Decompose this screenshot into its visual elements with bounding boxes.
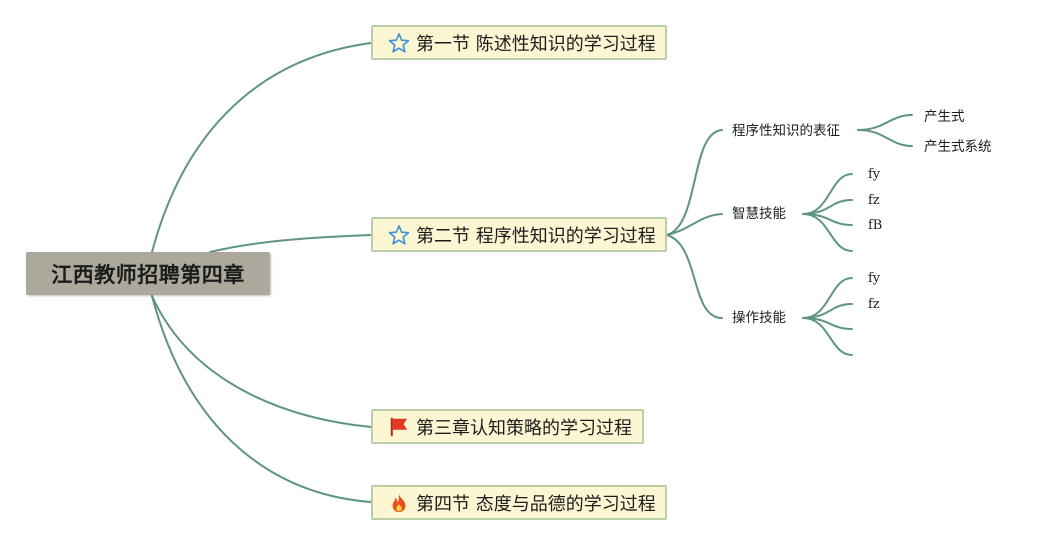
link-topic2-child1 xyxy=(666,129,723,236)
topic-section-2[interactable]: 第二节 程序性知识的学习过程 xyxy=(371,217,667,252)
leaf-item[interactable]: fz xyxy=(868,193,880,208)
link-root-topic2 xyxy=(209,234,372,253)
leaf-production[interactable]: 产生式 xyxy=(924,109,965,125)
topic-label: 第四节 态度与品德的学习过程 xyxy=(416,493,656,515)
link-root-topic4 xyxy=(151,295,372,503)
leaf-item[interactable]: fy xyxy=(868,167,881,182)
subtopic-intellectual-skills[interactable]: 智慧技能 xyxy=(732,206,786,222)
link-topic2-child3 xyxy=(666,234,723,319)
subtopic-motor-skills[interactable]: 操作技能 xyxy=(732,310,786,326)
red-flag-icon xyxy=(387,415,411,439)
leaf-production-system[interactable]: 产生式系统 xyxy=(924,139,992,155)
link-root-topic1 xyxy=(151,42,372,253)
link-child1-leaf1 xyxy=(857,114,913,131)
topic-label: 第一节 陈述性知识的学习过程 xyxy=(416,33,656,55)
link-child3-leaf4 xyxy=(802,317,853,356)
star-icon xyxy=(387,31,411,55)
topic-section-1[interactable]: 第一节 陈述性知识的学习过程 xyxy=(371,25,667,60)
topic-label: 第二节 程序性知识的学习过程 xyxy=(416,225,656,247)
topic-label: 第三章认知策略的学习过程 xyxy=(416,417,632,439)
link-root-topic3 xyxy=(151,295,372,428)
fire-icon xyxy=(387,491,411,515)
leaf-item[interactable]: fy xyxy=(868,271,881,286)
link-child2-leaf4 xyxy=(802,213,853,252)
root-topic[interactable]: 江西教师招聘第四章 xyxy=(26,252,270,295)
topic-section-4[interactable]: 第四节 态度与品德的学习过程 xyxy=(371,485,667,520)
subtopic-representation[interactable]: 程序性知识的表征 xyxy=(732,123,840,139)
leaf-item[interactable]: fB xyxy=(868,218,883,233)
leaf-item[interactable]: fz xyxy=(868,297,880,312)
topic-section-3[interactable]: 第三章认知策略的学习过程 xyxy=(371,409,644,444)
star-icon xyxy=(387,223,411,247)
link-topic2-child2 xyxy=(666,213,723,236)
link-child1-leaf2 xyxy=(857,129,913,147)
